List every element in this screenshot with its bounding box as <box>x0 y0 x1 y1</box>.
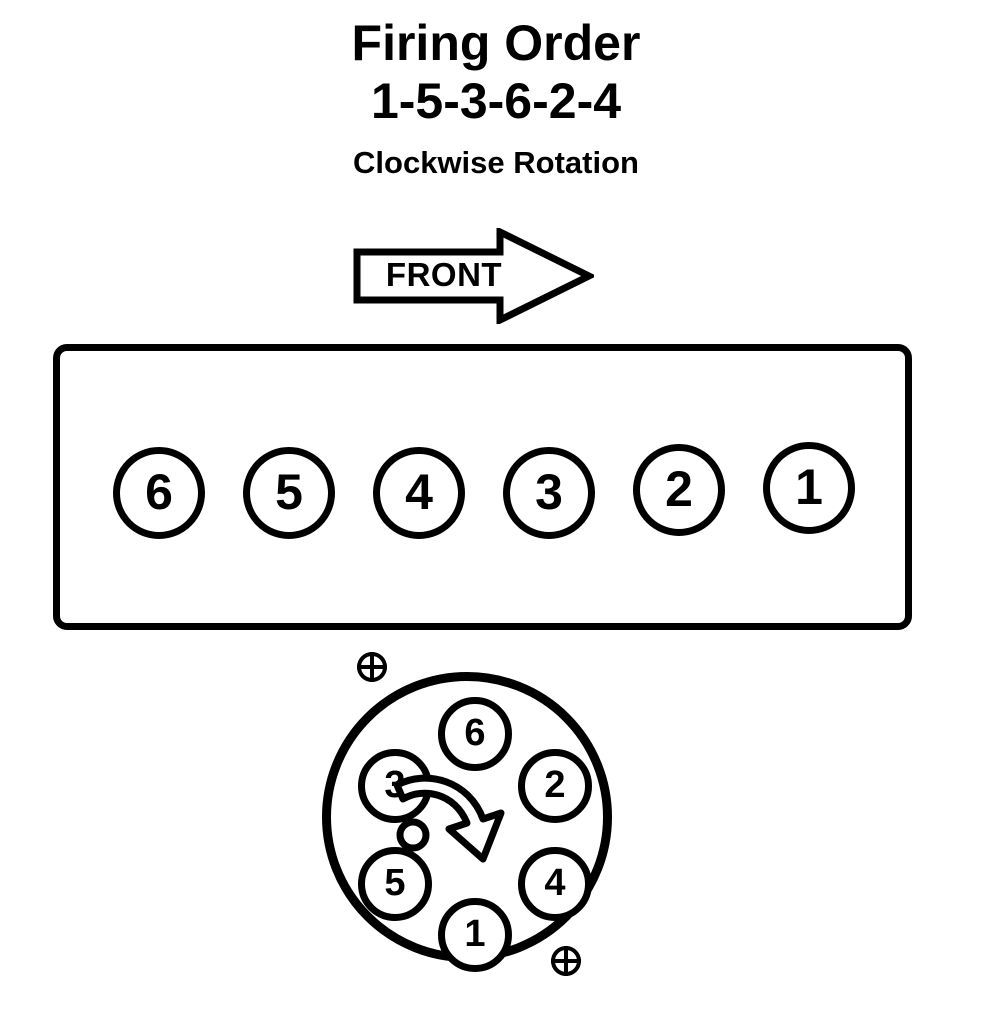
distributor-terminal-4-label: 4 <box>544 862 566 904</box>
cylinder-2-label: 2 <box>665 460 693 517</box>
distributor-cap: 6 2 4 1 5 3 <box>322 672 612 972</box>
distributor-terminal-4[interactable]: 4 <box>518 847 592 921</box>
distributor-terminal-6-label: 6 <box>464 712 486 754</box>
cylinder-4-label: 4 <box>405 463 433 520</box>
rotation-note: Clockwise Rotation <box>353 145 639 180</box>
distributor-terminal-1[interactable]: 1 <box>438 898 512 972</box>
cylinder-4[interactable]: 4 <box>373 447 465 539</box>
cylinder-6[interactable]: 6 <box>113 447 205 539</box>
cap-clip-upper-left <box>355 650 389 684</box>
distributor-terminal-5[interactable]: 5 <box>358 847 432 921</box>
crossed-circle-icon <box>551 946 581 976</box>
firing-order-sequence: 1-5-3-6-2-4 <box>370 73 622 129</box>
rotor-rotation-arrow <box>391 763 521 873</box>
distributor-terminal-2[interactable]: 2 <box>518 749 592 823</box>
front-direction-arrow: FRONT <box>352 228 594 324</box>
page-title: Firing Order <box>351 15 641 71</box>
cylinder-6-label: 6 <box>145 463 173 520</box>
cap-clip-lower-right <box>549 944 583 978</box>
title-block: Firing Order 1-5-3-6-2-4 Clockwise Rotat… <box>0 14 992 182</box>
engine-block: 6 5 4 3 2 1 <box>53 344 912 630</box>
cylinder-2[interactable]: 2 <box>633 444 725 536</box>
curved-arrow-clockwise-icon <box>393 774 505 863</box>
crossed-circle-icon <box>357 652 387 682</box>
cylinder-3-label: 3 <box>535 463 563 520</box>
cylinder-1[interactable]: 1 <box>763 442 855 534</box>
cylinder-5[interactable]: 5 <box>243 447 335 539</box>
cylinder-3[interactable]: 3 <box>503 447 595 539</box>
arrow-right-icon <box>353 228 594 324</box>
distributor-terminal-2-label: 2 <box>544 764 566 806</box>
front-label: FRONT <box>385 256 503 293</box>
distributor-terminal-6[interactable]: 6 <box>438 697 512 771</box>
cylinder-1-label: 1 <box>795 458 823 515</box>
cylinder-5-label: 5 <box>275 463 303 520</box>
distributor-terminal-5-label: 5 <box>384 862 406 904</box>
distributor-terminal-1-label: 1 <box>464 913 486 955</box>
